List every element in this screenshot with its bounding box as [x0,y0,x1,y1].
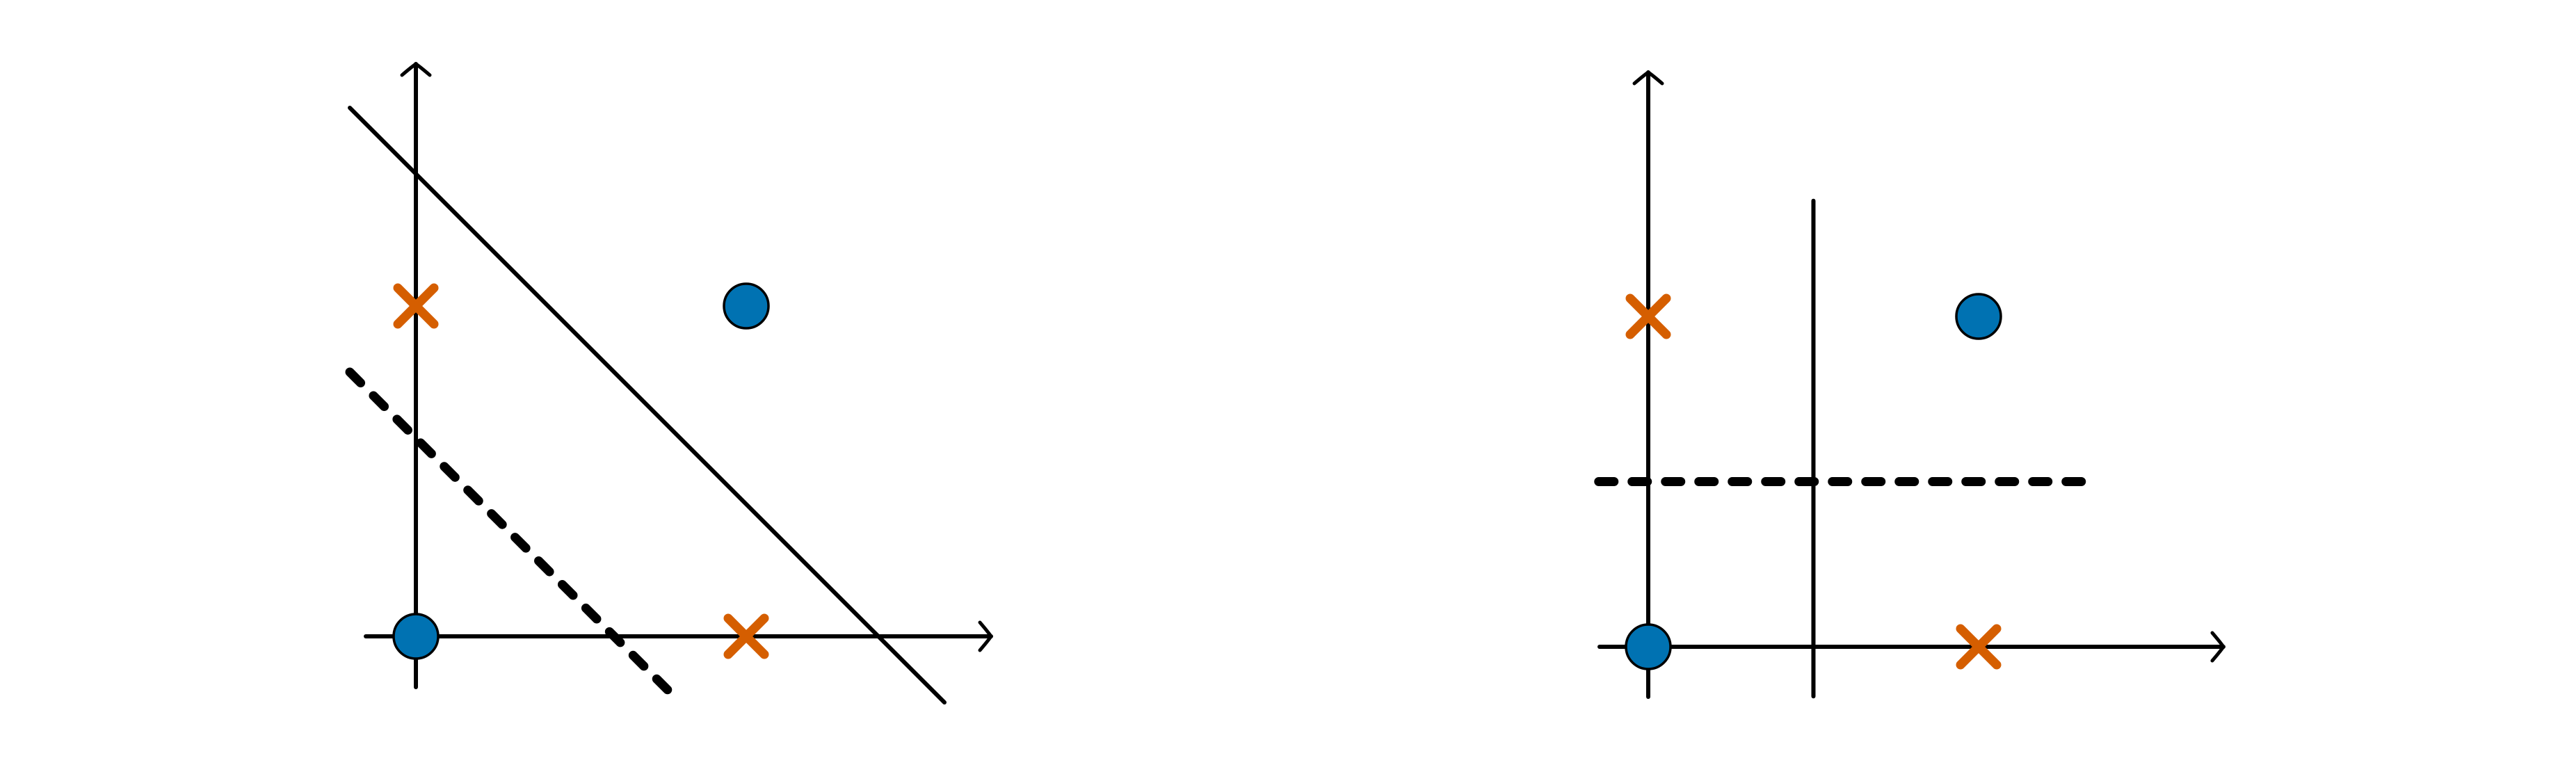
cross-point [723,613,769,659]
x-axis-arrowhead [2210,631,2226,663]
left-panel [345,61,994,707]
cross-point [1956,624,2002,670]
cross-point [393,283,439,329]
dashed-decision-line [345,367,685,707]
cross-point [1625,293,1671,339]
solid-decision-line [348,106,947,704]
circle-point [392,613,440,660]
y-axis-arrowhead [400,61,432,77]
circle-point [1625,623,1672,670]
circle-point [1955,293,2002,340]
y-axis-arrowhead [1632,70,1664,86]
x-axis-arrowhead [978,620,994,652]
circle-point [723,282,770,330]
right-panel [1594,70,2226,699]
